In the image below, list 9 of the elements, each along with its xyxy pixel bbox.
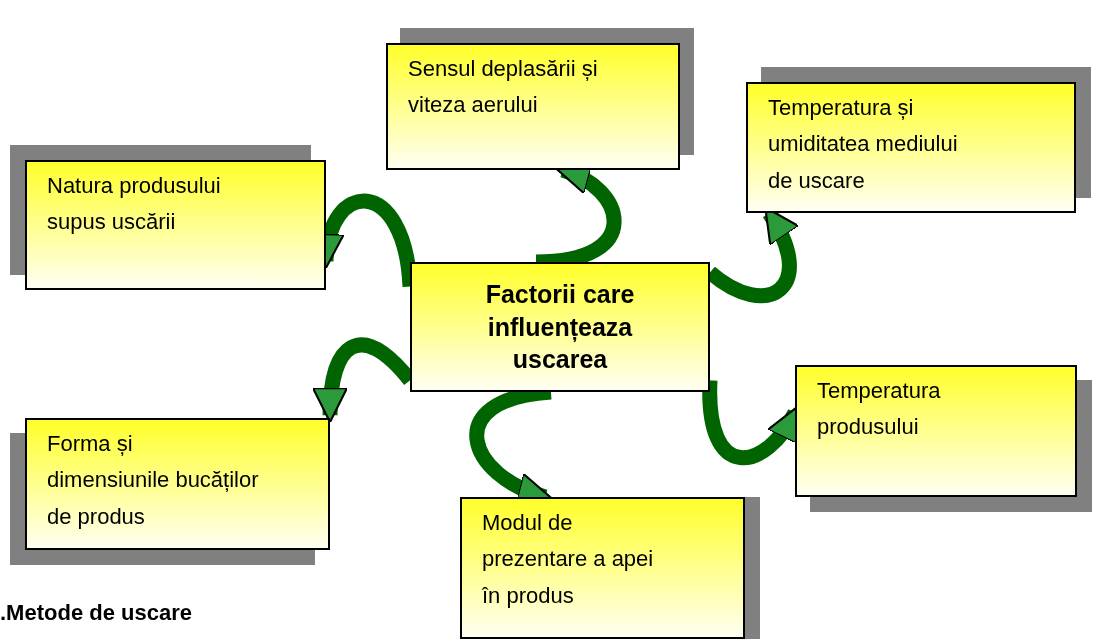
box-text: Sensul deplasării și viteza aerului xyxy=(408,55,599,120)
box-text: Forma și dimensiunile bucăților de produs xyxy=(47,430,259,531)
box-text: Temperatura produsului xyxy=(817,377,942,442)
box-text: Temperatura și umiditatea mediului de uscare xyxy=(768,94,959,195)
box-text: Modul de prezentare a apei în produs xyxy=(482,509,655,610)
central-box xyxy=(410,262,710,392)
section-heading: .Metode de uscare xyxy=(0,600,192,626)
box-text: Factorii care influențeaza uscarea xyxy=(484,279,636,376)
box-text: Natura produsului supus uscării xyxy=(47,172,222,237)
